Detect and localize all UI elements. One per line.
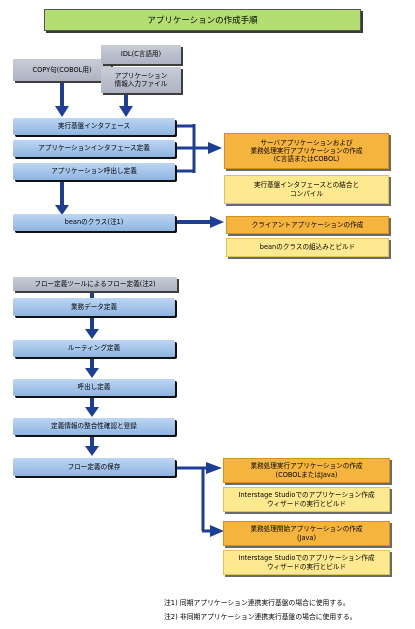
output-compile-box: 実行基盤インタフェースとの結合と コンパイル	[224, 175, 389, 204]
flow-step-save: フロー定義の保存	[13, 458, 175, 476]
output-business-exec-app-line1: 業務処理実行アプリケーションの作成	[250, 462, 363, 471]
step-runtime-interface: 実行基盤インタフェース	[13, 118, 175, 135]
step-runtime-interface-label: 実行基盤インタフェース	[57, 122, 131, 131]
footnote-2: 注2) 非同期アプリケーション連携実行基盤の場合に使用する。	[164, 613, 357, 621]
flow-step-call-label: 呼出し定義	[77, 383, 111, 392]
footnote-1: 注1) 同期アプリケーション連携実行基盤の場合に使用する。	[164, 599, 350, 607]
step-bean-class: beanのクラス(注1)	[13, 214, 175, 231]
idl-input-label: IDL(C言語用)	[120, 50, 162, 59]
output-client-app-box: クライアントアプリケーションの作成	[226, 216, 389, 234]
output-studio-wizard-2-line1: Interstage Studioでのアプリケーション作成	[238, 554, 375, 563]
flow-definition-tool-label: フロー定義ツールによるフロー定義(注2)	[34, 279, 156, 288]
app-info-input-box: アプリケーション 情報入力ファイル	[101, 67, 181, 93]
output-studio-wizard-1-line1: Interstage Studioでのアプリケーション作成	[238, 491, 375, 500]
output-compile-line2: コンパイル	[290, 189, 323, 198]
step-bean-class-label: beanのクラス(注1)	[64, 218, 124, 227]
flow-step-consistency-check: 定義情報の整合性確認と登録	[13, 418, 175, 435]
output-business-exec-app-box: 業務処理実行アプリケーションの作成 (COBOLまたはJava)	[223, 458, 390, 483]
output-server-app-box: サーバアプリケーションおよび 業務処理実行アプリケーションの作成 (C言語または…	[224, 133, 389, 169]
flow-step-call: 呼出し定義	[13, 379, 175, 396]
flow-step-routing-label: ルーティング定義	[67, 344, 121, 353]
output-bean-build-label: beanのクラスの組込みとビルド	[259, 243, 356, 252]
flow-step-business-data-label: 業務データ定義	[70, 302, 118, 311]
step-app-interface-definition: アプリケーションインタフェース定義	[13, 140, 175, 157]
output-client-app-label: クライアントアプリケーションの作成	[251, 220, 364, 229]
output-studio-wizard-2-line2: ウィザードの実行とビルド	[266, 562, 347, 571]
output-business-exec-app-line2: (COBOLまたはJava)	[275, 470, 338, 479]
output-business-start-app-line2: (Java)	[296, 533, 317, 542]
output-studio-wizard-box-1: Interstage Studioでのアプリケーション作成 ウィザードの実行とビ…	[223, 487, 390, 512]
output-bean-build-box: beanのクラスの組込みとビルド	[226, 238, 389, 257]
app-info-label-line2: 情報入力ファイル	[114, 80, 168, 88]
copy-input-box: COPY句(COBOL用)	[13, 59, 111, 81]
flow-step-consistency-check-label: 定義情報の整合性確認と登録	[51, 422, 137, 431]
step-app-call-definition-label: アプリケーション呼出し定義	[51, 167, 137, 176]
flow-step-routing: ルーティング定義	[13, 340, 175, 357]
flow-step-save-label: フロー定義の保存	[67, 462, 121, 471]
page-title: アプリケーションの作成手順	[44, 9, 361, 31]
copy-input-label: COPY句(COBOL用)	[32, 65, 92, 74]
idl-input-box: IDL(C言語用)	[101, 45, 181, 64]
flow-step-business-data: 業務データ定義	[13, 298, 175, 316]
output-studio-wizard-box-2: Interstage Studioでのアプリケーション作成 ウィザードの実行とビ…	[223, 550, 390, 575]
step-app-call-definition: アプリケーション呼出し定義	[13, 163, 175, 180]
output-business-start-app-box: 業務処理開始アプリケーションの作成 (Java)	[223, 521, 390, 546]
output-business-start-app-line1: 業務処理開始アプリケーションの作成	[250, 525, 363, 534]
output-compile-line1: 実行基盤インタフェースとの結合と	[253, 181, 360, 190]
step-app-interface-definition-label: アプリケーションインタフェース定義	[38, 144, 150, 153]
output-server-app-line3: (C言語またはCOBOL)	[273, 155, 340, 164]
output-server-app-line1: サーバアプリケーションおよび	[260, 138, 353, 147]
flow-definition-tool-box: フロー定義ツールによるフロー定義(注2)	[13, 277, 177, 291]
output-studio-wizard-1-line2: ウィザードの実行とビルド	[266, 499, 347, 508]
app-info-label-line1: アプリケーション	[114, 71, 168, 80]
output-server-app-line2: 業務処理実行アプリケーションの作成	[250, 146, 363, 155]
